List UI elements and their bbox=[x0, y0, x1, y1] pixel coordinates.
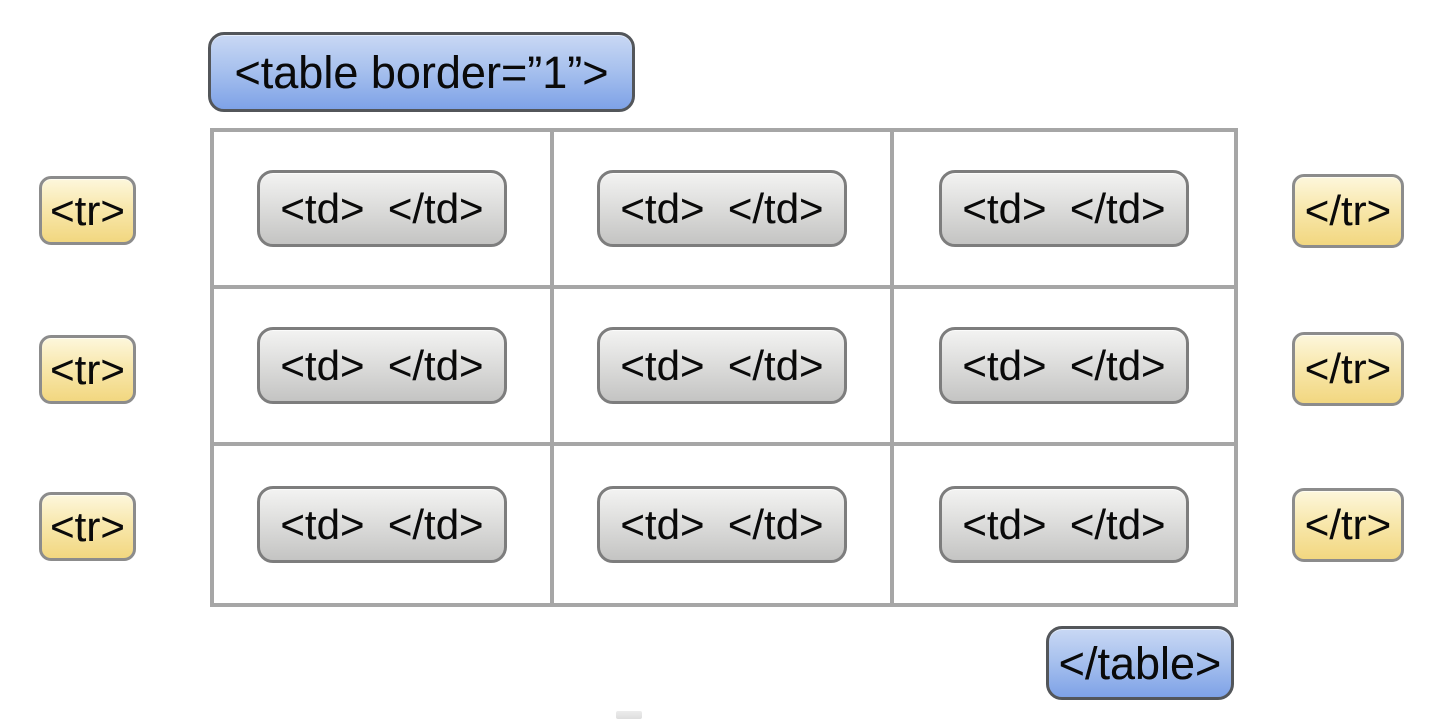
td-tag-r1c3: <td> </td> bbox=[939, 170, 1189, 247]
td-tag-r1c2: <td> </td> bbox=[597, 170, 847, 247]
td-tag-r1c1: <td> </td> bbox=[257, 170, 507, 247]
table-close-tag: </table> bbox=[1046, 626, 1234, 700]
table-open-tag: <table border=”1”> bbox=[208, 32, 635, 112]
td-tag-r2c1: <td> </td> bbox=[257, 327, 507, 404]
tr-open-tag-row3: <tr> bbox=[39, 492, 136, 561]
td-tag-r3c2: <td> </td> bbox=[597, 486, 847, 563]
td-tag-r3c3: <td> </td> bbox=[939, 486, 1189, 563]
table-cell-r1c1: <td> </td> bbox=[214, 132, 554, 289]
table-cell-r3c2: <td> </td> bbox=[554, 446, 894, 603]
table-cell-r2c1: <td> </td> bbox=[214, 289, 554, 446]
tr-close-tag-row1: </tr> bbox=[1292, 174, 1404, 248]
html-table-grid: <td> </td> <td> </td> <td> </td> <td> </… bbox=[210, 128, 1238, 607]
table-cell-r3c3: <td> </td> bbox=[894, 446, 1234, 603]
td-tag-r3c1: <td> </td> bbox=[257, 486, 507, 563]
td-tag-r2c2: <td> </td> bbox=[597, 327, 847, 404]
table-cell-r3c1: <td> </td> bbox=[214, 446, 554, 603]
tr-open-tag-row2: <tr> bbox=[39, 335, 136, 404]
tr-close-tag-row2: </tr> bbox=[1292, 332, 1404, 406]
table-cell-r1c3: <td> </td> bbox=[894, 132, 1234, 289]
tr-close-tag-row3: </tr> bbox=[1292, 488, 1404, 562]
scan-smudge-artifact bbox=[616, 711, 642, 719]
tr-open-tag-row1: <tr> bbox=[39, 176, 136, 245]
td-tag-r2c3: <td> </td> bbox=[939, 327, 1189, 404]
table-cell-r2c3: <td> </td> bbox=[894, 289, 1234, 446]
table-cell-r2c2: <td> </td> bbox=[554, 289, 894, 446]
table-cell-r1c2: <td> </td> bbox=[554, 132, 894, 289]
